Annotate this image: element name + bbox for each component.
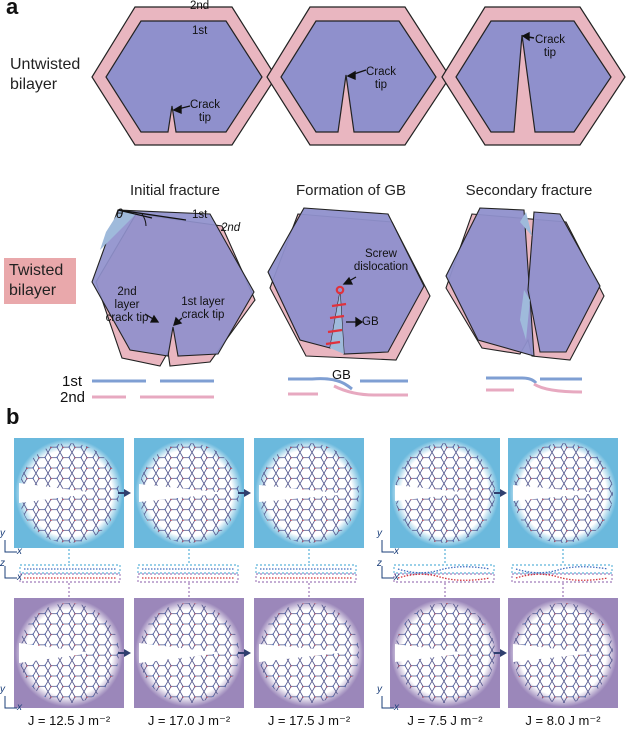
side-view-strips <box>19 564 613 583</box>
legend-2nd-label: 2nd <box>60 389 86 406</box>
twisted-bilayer-label: Twisted bilayer <box>4 258 76 304</box>
untwisted-hexagon-2 <box>266 6 451 146</box>
connector-lines <box>68 549 564 597</box>
axis-x-bottom-right: x <box>394 702 399 713</box>
twisted-secondary-fracture <box>445 207 605 361</box>
crack-tip-label-2: Crack tip <box>365 66 397 91</box>
twisted-initial-fracture <box>91 209 256 367</box>
layer-lines-gb <box>288 377 408 397</box>
j-label-3: J = 17.5 J m⁻² <box>267 713 351 728</box>
column-title-formation-of-gb: Formation of GB <box>295 182 407 199</box>
crack-tip-label-1: Crack tip <box>189 99 221 124</box>
axis-y-bottom-right: y <box>377 684 382 695</box>
axis-x-mid-left: x <box>17 572 22 583</box>
axis-z-left: z <box>0 558 5 569</box>
sim-bottom-frame-5 <box>508 598 618 708</box>
label-2nd-layer: 2nd <box>190 0 210 12</box>
gb-arrows <box>342 276 364 328</box>
untwisted-hexagon-3 <box>441 6 626 146</box>
sim-bottom-frame-4 <box>390 598 500 708</box>
screw-dislocation-marks <box>325 285 347 346</box>
legend-1st-label: 1st <box>62 373 83 390</box>
axis-y-bottom-left: y <box>0 684 5 695</box>
column-title-secondary-fracture: Secondary fracture <box>465 182 593 199</box>
j-label-5: J = 8.0 J m⁻² <box>525 713 601 728</box>
panel-a-letter: a <box>6 0 19 19</box>
side-view-atoms <box>24 566 609 581</box>
sequence-arrows <box>118 489 507 657</box>
axis-z-right: z <box>377 558 382 569</box>
screw-dislocation-label: Screw dislocation <box>353 248 409 273</box>
untwisted-hexagon-1 <box>91 6 277 146</box>
label-1st-layer: 1st <box>192 25 208 37</box>
sim-top-frame-4 <box>390 438 500 548</box>
sim-top-frame-1 <box>14 438 124 548</box>
sim-top-frame-3 <box>254 438 364 548</box>
theta-label: θ <box>116 206 124 221</box>
layer-lines-initial <box>92 379 214 399</box>
j-label-2: J = 17.0 J m⁻² <box>147 713 231 728</box>
sim-top-frame-2 <box>134 438 244 548</box>
panel-b-letter: b <box>6 404 20 429</box>
sim-top-frame-5 <box>508 438 618 548</box>
axis-x-bottom-left: x <box>17 702 22 713</box>
first-layer-crack-tip-label: 1st layer crack tip <box>181 296 225 321</box>
layer-lines-secondary <box>486 376 583 394</box>
sim-bottom-frame-3 <box>254 598 364 708</box>
twisted-2nd-label: 2nd <box>221 222 241 234</box>
crack-tip-arrows <box>172 31 535 115</box>
column-title-initial-fracture: Initial fracture <box>129 182 221 199</box>
gb-legend-label: GB <box>332 367 351 382</box>
gb-label: GB <box>362 316 379 328</box>
sim-bottom-frame-2 <box>134 598 244 708</box>
crack-tip-label-3: Crack tip <box>534 34 566 59</box>
sim-bottom-frame-1 <box>14 598 124 708</box>
axis-y-top-left: y <box>0 528 5 539</box>
axis-x-top-left: x <box>17 546 22 557</box>
j-label-1: J = 12.5 J m⁻² <box>27 713 111 728</box>
second-layer-crack-tip-label: 2nd layer crack tip <box>105 286 149 324</box>
axis-glyphs <box>4 540 394 709</box>
axis-x-mid-right: x <box>394 572 399 583</box>
axis-y-top-right: y <box>377 528 382 539</box>
j-label-4: J = 7.5 J m⁻² <box>407 713 483 728</box>
twisted-1st-label: 1st <box>192 209 208 221</box>
twisted-crack-tip-arrows <box>144 313 183 326</box>
untwisted-bilayer-label: Untwisted bilayer <box>10 56 81 93</box>
axis-x-top-right: x <box>394 546 399 557</box>
